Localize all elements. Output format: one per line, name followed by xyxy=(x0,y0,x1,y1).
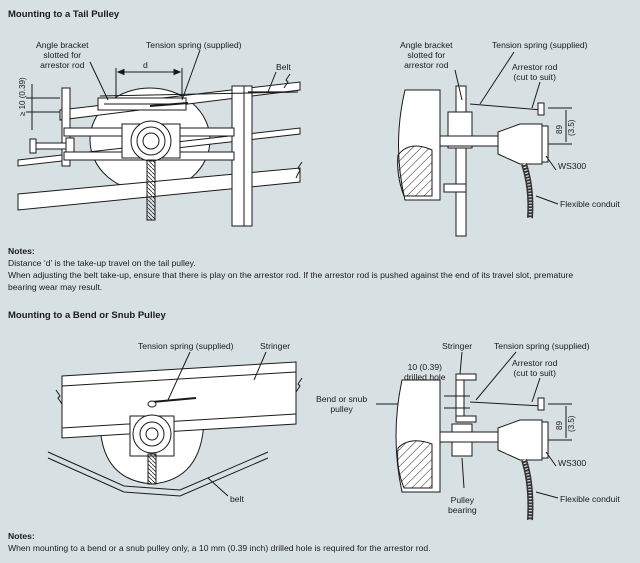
dim-89-top: 89 xyxy=(555,125,564,134)
tail-pulley-drawing xyxy=(17,49,303,227)
notes-bend: Notes: When mounting to a bend or a snub… xyxy=(8,530,431,554)
section-title-bend: Mounting to a Bend or Snub Pulley xyxy=(8,310,166,321)
dim-left-text: ≥ 10 (0.39) xyxy=(18,77,27,116)
label-arrestor-rod-bottom: Arrestor rod (cut to suit) xyxy=(512,358,558,378)
label-angle-bracket-right: Angle bracket slotted for arrestor rod xyxy=(400,40,453,70)
section-title-tail: Mounting to a Tail Pulley xyxy=(8,9,120,20)
dim-35-top: (3.5) xyxy=(567,119,576,136)
label-ws300-top: WS300 xyxy=(558,161,587,171)
note-line: Distance ‘d’ is the take-up travel on th… xyxy=(8,258,196,268)
dim-35-bottom: (3.5) xyxy=(567,415,576,432)
label-tension-spring-bend-right: Tension spring (supplied) xyxy=(494,341,590,351)
label-belt-top: Belt xyxy=(276,62,291,72)
label-conduit-top: Flexible conduit xyxy=(560,199,620,209)
tail-side-drawing xyxy=(397,51,572,237)
label-ws300-bottom: WS300 xyxy=(558,458,587,468)
bend-pulley-drawing xyxy=(47,351,303,497)
notes-bend-title: Notes: xyxy=(8,531,35,541)
notes-tail: Notes: Distance ‘d’ is the take-up trave… xyxy=(8,245,573,293)
label-angle-bracket-left: Angle bracket slotted for arrestor rod xyxy=(36,40,89,70)
label-tension-spring-bend-left: Tension spring (supplied) xyxy=(138,341,234,351)
label-tension-spring-right: Tension spring (supplied) xyxy=(492,40,588,50)
notes-tail-title: Notes: xyxy=(8,246,35,256)
note-line: When mounting to a bend or a snub pulley… xyxy=(8,543,431,553)
note-line: When adjusting the belt take-up, ensure … xyxy=(8,270,574,280)
bend-side-drawing xyxy=(376,351,572,521)
label-bend-pulley: Bend or snub pulley xyxy=(316,394,368,414)
label-conduit-bottom: Flexible conduit xyxy=(560,494,620,504)
label-stringer-left: Stringer xyxy=(260,341,291,351)
label-belt-bottom: belt xyxy=(230,494,244,504)
dim-89-bottom: 89 xyxy=(555,421,564,430)
label-tension-spring-left: Tension spring (supplied) xyxy=(146,40,242,50)
label-stringer-right: Stringer xyxy=(442,341,473,351)
label-arrestor-rod-top: Arrestor rod (cut to suit) xyxy=(512,62,558,82)
label-pulley-bearing: Pulley bearing xyxy=(448,495,477,515)
label-d: d xyxy=(143,60,148,70)
note-line: bearing wear may result. xyxy=(8,282,103,292)
label-drilled-hole: 10 (0.39) drilled hole xyxy=(404,362,446,382)
